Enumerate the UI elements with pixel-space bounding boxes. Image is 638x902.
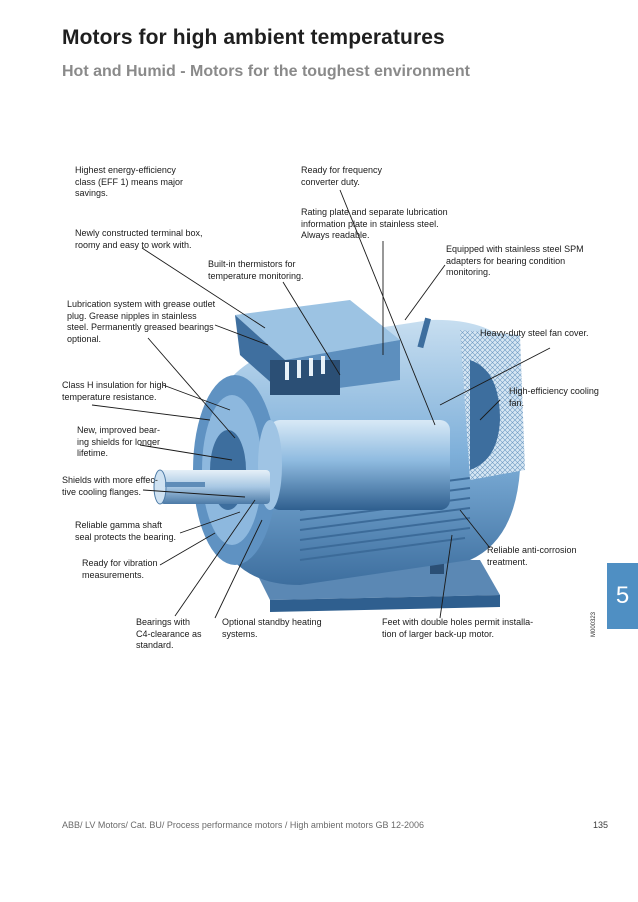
page-title: Motors for high ambient temperatures [62, 26, 445, 49]
spm-adapter [417, 317, 432, 349]
chapter-tab: 5 [607, 563, 638, 629]
footer-text: ABB/ LV Motors/ Cat. BU/ Process perform… [62, 820, 424, 830]
motor-shaft [153, 469, 270, 505]
terminal-box [235, 300, 400, 395]
callout-flanges: Shields with more effec-tive cooling fla… [62, 475, 158, 497]
rotor [258, 420, 450, 510]
leader-lines [91, 189, 551, 619]
callout-feet: Feet with double holes permit installa-t… [382, 617, 534, 639]
page-number: 135 [593, 820, 609, 830]
callout-terminal-box: Newly constructed terminal box,roomy and… [75, 228, 203, 250]
callout-fan-cover: Heavy-duty steel fan cover. [480, 328, 589, 338]
callout-bearing-shields: New, improved bear-ing shields for longe… [77, 425, 161, 458]
image-code: M000323 [591, 611, 597, 637]
page-subtitle: Hot and Humid - Motors for the toughest … [62, 63, 470, 80]
